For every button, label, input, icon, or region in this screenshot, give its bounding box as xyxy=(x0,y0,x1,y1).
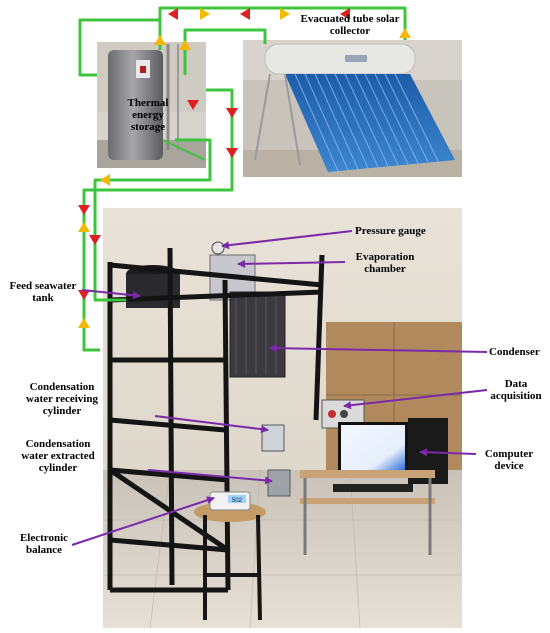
hot-arrow xyxy=(240,8,250,20)
cold-arrow xyxy=(179,40,191,50)
leader-evaporation xyxy=(237,259,346,268)
label-pressure-gauge: Pressure gauge xyxy=(355,225,426,237)
label-computer-device: Computer device xyxy=(484,448,534,472)
leader-lines xyxy=(71,230,488,546)
leader-pressure-gauge xyxy=(221,230,353,250)
label-evaporation-chamber: Evaporation chamber xyxy=(355,251,415,275)
storage-photo xyxy=(97,42,206,168)
label-receiving-cylinder: Condensation water receiving cylinder xyxy=(26,381,98,417)
monitor-screen xyxy=(341,425,405,471)
keyboard xyxy=(333,484,413,492)
hot-arrow xyxy=(89,235,101,245)
cold-arrow xyxy=(78,222,90,232)
pipe-loop xyxy=(78,6,407,352)
leader-computer xyxy=(419,448,477,457)
leader-balance xyxy=(71,496,215,546)
label-collector: Evacuated tube solar collector xyxy=(300,13,400,37)
extracted-cylinder xyxy=(267,469,291,497)
label-data-acquisition: Data acquisition xyxy=(490,378,542,402)
hot-arrow xyxy=(226,148,238,158)
label-feed-tank: Feed seawater tank xyxy=(9,280,77,304)
collector-photo xyxy=(243,40,462,177)
cold-arrow xyxy=(154,35,166,45)
steel-frame xyxy=(107,247,325,593)
pipe-return xyxy=(183,28,267,75)
label-extracted-cylinder: Condensation water extracted cylinder xyxy=(21,438,95,474)
balance-reading: 502 xyxy=(232,498,243,504)
hot-arrow xyxy=(78,205,90,215)
collector-water-tank xyxy=(264,43,416,75)
cold-arrow xyxy=(100,174,110,186)
leader-condenser xyxy=(269,344,488,353)
lab-photo: 502 xyxy=(103,208,462,629)
hot-arrow xyxy=(168,8,178,20)
cold-arrow xyxy=(200,8,210,20)
cold-arrow xyxy=(399,28,411,38)
leader-data-acquisition xyxy=(343,389,488,410)
leader-feed-tank xyxy=(81,289,141,300)
hot-flow-arrows xyxy=(78,8,350,300)
label-electronic-balance: Electronic balance xyxy=(19,532,69,556)
leader-extracted xyxy=(147,469,273,485)
pressure-gauge xyxy=(211,241,225,255)
pipe-feed xyxy=(82,88,234,352)
hot-arrow xyxy=(187,100,199,110)
hot-arrow xyxy=(226,108,238,118)
label-condenser: Condenser xyxy=(489,346,540,358)
desk-top xyxy=(300,470,435,478)
cold-flow-arrows xyxy=(78,8,411,328)
cold-arrow xyxy=(78,318,90,328)
label-storage: Thermal energy storage xyxy=(127,97,169,133)
hot-arrow xyxy=(78,290,90,300)
leader-receiving xyxy=(154,415,269,434)
pipe-feed-inner xyxy=(93,138,212,302)
hot-arrow xyxy=(340,8,350,20)
cold-arrow xyxy=(280,8,290,20)
condenser xyxy=(229,291,286,378)
